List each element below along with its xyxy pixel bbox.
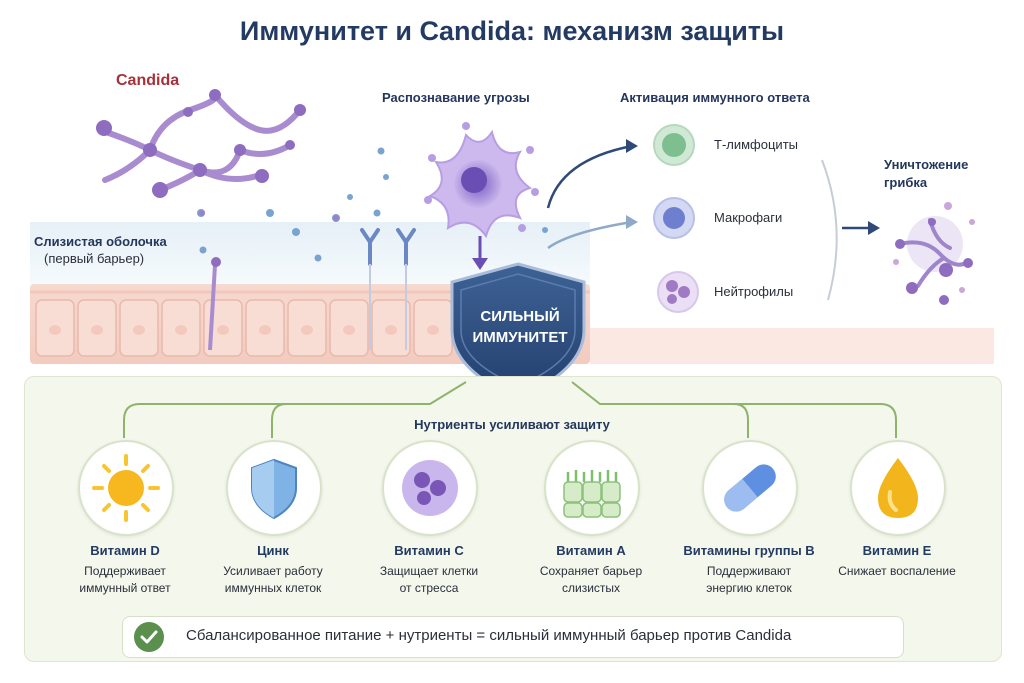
mucosa-icon <box>563 470 621 518</box>
tissue-ground <box>590 328 994 364</box>
shield-label: СИЛЬНЫЙ ИММУНИТЕТ <box>460 306 580 348</box>
nutrient-name: Витамины группы В <box>683 543 815 558</box>
nutrient-vitamin-c <box>382 440 478 536</box>
nutrient-zinc <box>226 440 322 536</box>
nutrients-panel <box>24 376 1002 662</box>
strong-immunity-shield <box>450 262 586 380</box>
arrow-to-macrophages <box>547 220 633 250</box>
nutrient-name: Цинк <box>257 543 289 558</box>
capsule-icon <box>724 464 776 512</box>
summary-text: Сбалансированное питание + нутриенты = с… <box>186 627 792 644</box>
nutrient-vitamin-a <box>544 440 640 536</box>
nutrient-desc-line: Поддерживают <box>706 564 792 578</box>
destruction-label: Уничтожение грибка <box>884 157 969 190</box>
nutrient-desc-line: иммунных клеток <box>224 581 322 595</box>
cell-icon <box>402 460 458 516</box>
nutrient-vitamin-e <box>850 440 946 536</box>
mucosa-label: Слизистая оболочка <box>34 234 167 249</box>
nutrient-desc: Поддерживает иммунный ответ <box>50 563 200 597</box>
nutrient-vitamin-d <box>78 440 174 536</box>
tcell-label: Т-лимфоциты <box>714 137 798 152</box>
recognition-label: Распознавание угрозы <box>382 90 530 105</box>
nutrient-desc: Защищает клетки от стресса <box>354 563 504 597</box>
mucosa-sublabel: (первый барьер) <box>44 251 145 266</box>
nutrient-desc-line: Снижает воспаление <box>838 564 956 578</box>
nutrient-desc: Усиливает работу иммунных клеток <box>198 563 348 597</box>
nutrient-desc-line: слизистых <box>561 581 621 595</box>
nutrient-vitamin-b <box>702 440 798 536</box>
nutrient-desc: Сохраняет барьер слизистых <box>516 563 666 597</box>
immune-mechanism-illustration <box>30 89 994 380</box>
nutrient-connector-lines <box>123 381 897 438</box>
nutrient-desc-line: Сохраняет барьер <box>539 564 643 578</box>
nutrient-desc-line: иммунный ответ <box>79 581 171 595</box>
nutrient-name: Витамин D <box>90 543 160 558</box>
shield-icon <box>251 458 297 520</box>
neutrophil-cell <box>657 271 699 313</box>
nutrient-name: Витамин А <box>556 543 626 558</box>
nutrient-desc: Поддерживают энергию клеток <box>674 563 824 597</box>
nutrient-desc-line: энергию клеток <box>706 581 792 595</box>
invading-hypha <box>208 264 217 351</box>
tcell <box>653 124 695 166</box>
nutrient-desc-line: Защищает клетки <box>379 564 479 578</box>
antibodies <box>360 228 416 266</box>
nutrients-title: Нутриенты усиливают защиту <box>414 417 610 432</box>
page-title: Иммунитет и Candida: механизм защиты <box>239 16 785 46</box>
nutrient-desc: Снижает воспаление <box>822 563 972 580</box>
drop-icon <box>878 458 918 518</box>
nutrient-desc-line: от стресса <box>399 581 459 595</box>
macrophage-label: Макрофаги <box>714 210 783 225</box>
summary-banner <box>122 616 904 658</box>
destroyed-fungus <box>893 202 975 305</box>
check-icon <box>134 622 164 652</box>
nutrient-desc-line: Поддерживает <box>84 564 166 578</box>
arrow-to-tcells <box>546 144 633 209</box>
nutrient-name: Витамин С <box>394 543 464 558</box>
neutrophil-label: Нейтрофилы <box>714 284 794 299</box>
activation-label: Активация иммунного ответа <box>620 90 810 105</box>
sun-icon <box>92 454 160 522</box>
candida-label: Candida <box>116 72 180 89</box>
shield-line-2: ИММУНИТЕТ <box>472 329 568 346</box>
macrophage-recognition <box>424 122 539 239</box>
nutrient-name: Витамин Е <box>862 543 932 558</box>
macrophage-cell <box>653 197 695 239</box>
nutrient-desc-line: Усиливает работу <box>223 564 323 578</box>
shield-line-1: СИЛЬНЫЙ <box>480 308 560 325</box>
